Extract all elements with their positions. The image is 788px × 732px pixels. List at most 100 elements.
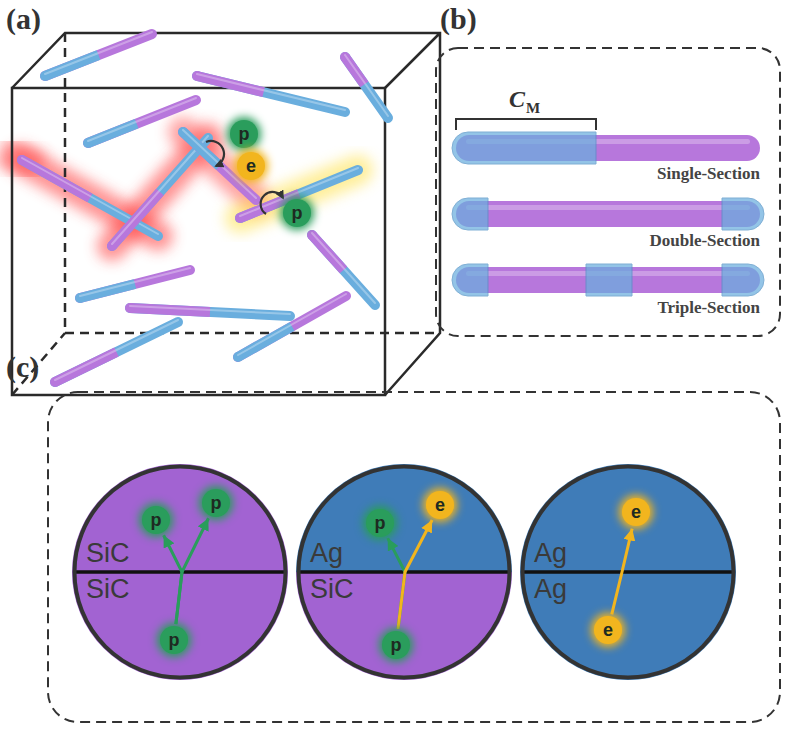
material-label: Ag bbox=[310, 539, 343, 569]
interface-line bbox=[522, 570, 734, 574]
metal-sleeve bbox=[452, 264, 488, 296]
particle-circle: p bbox=[202, 489, 230, 517]
length-bracket bbox=[456, 119, 596, 130]
particle-circle: e bbox=[237, 152, 265, 180]
nanorod bbox=[107, 136, 208, 251]
rod-cap bbox=[307, 230, 317, 240]
particle-symbol: p bbox=[169, 631, 180, 649]
rod-section bbox=[88, 100, 196, 143]
rod-shine bbox=[130, 306, 290, 314]
upper-half bbox=[520, 464, 736, 572]
interface-disc: SiC SiC p p p bbox=[72, 464, 288, 680]
rod-shine bbox=[466, 205, 750, 210]
particle-circle: p bbox=[160, 626, 188, 654]
particle-symbol: p bbox=[211, 494, 222, 512]
cube-outline bbox=[12, 33, 440, 395]
material-label: SiC bbox=[86, 575, 130, 605]
rod-shine bbox=[112, 136, 208, 244]
rotation-arrow bbox=[206, 141, 224, 166]
panel-frame bbox=[48, 392, 780, 722]
rod-cap bbox=[192, 71, 202, 81]
particle-symbol: e bbox=[246, 157, 256, 175]
rod-shine bbox=[197, 74, 345, 110]
material-label: SiC bbox=[86, 539, 130, 569]
particle-symbol: p bbox=[151, 511, 162, 529]
particle-symbol: p bbox=[239, 125, 250, 143]
material-label: Ag bbox=[534, 539, 567, 569]
upper-half bbox=[296, 464, 512, 572]
rod-section bbox=[183, 132, 220, 166]
scattering-path bbox=[398, 520, 432, 629]
rod-section bbox=[88, 124, 137, 143]
particle-symbol: e bbox=[435, 496, 445, 514]
rod-shine bbox=[88, 98, 196, 141]
particle-circle: e bbox=[426, 491, 454, 519]
particle-circle: p bbox=[366, 509, 394, 537]
rod-section bbox=[80, 284, 135, 298]
particle-circle: p bbox=[230, 120, 258, 148]
material-label: SiC bbox=[310, 575, 354, 605]
rod-cap bbox=[125, 303, 135, 313]
panel-label: (c) bbox=[6, 350, 39, 384]
upper-half bbox=[72, 464, 288, 572]
rod-section bbox=[238, 327, 292, 358]
metal-sleeve bbox=[452, 198, 488, 230]
scattering-path bbox=[176, 518, 209, 624]
nanorod bbox=[125, 303, 290, 316]
rod-section bbox=[45, 34, 152, 76]
rod-section bbox=[112, 192, 160, 246]
particle-symbol: e bbox=[631, 503, 641, 521]
capsule-rod bbox=[452, 264, 764, 296]
cube-edges bbox=[12, 33, 440, 395]
capsule-rod bbox=[452, 198, 764, 230]
metal-sleeve bbox=[452, 132, 596, 164]
particle-circle: e bbox=[622, 498, 650, 526]
rod-shine bbox=[238, 294, 346, 355]
rod-section bbox=[312, 235, 344, 270]
rod-section bbox=[197, 76, 345, 112]
rod-shine bbox=[80, 268, 190, 296]
particle-circle: e bbox=[594, 616, 622, 644]
particle-symbol: e bbox=[603, 621, 613, 639]
metal-sleeve bbox=[586, 264, 632, 296]
panel-label: (b) bbox=[440, 2, 477, 36]
particle-circle: p bbox=[283, 199, 311, 227]
cube-front-face bbox=[12, 88, 385, 395]
disc-border bbox=[75, 467, 286, 678]
nanorod bbox=[233, 294, 346, 362]
nanorod bbox=[75, 268, 190, 303]
metal-sleeve bbox=[722, 198, 764, 230]
disc-border bbox=[523, 467, 734, 678]
nanorod bbox=[83, 98, 196, 148]
rotation-arrow bbox=[261, 192, 283, 214]
symbol-label: C bbox=[509, 86, 525, 113]
section-label: Triple-Section bbox=[657, 298, 760, 318]
particle-symbol: p bbox=[292, 204, 303, 222]
disc-graphic bbox=[520, 464, 736, 680]
disc-border bbox=[299, 467, 510, 678]
rod-section bbox=[80, 270, 190, 298]
capsule-rod bbox=[452, 132, 760, 164]
rod-section bbox=[345, 57, 364, 84]
rod-shine bbox=[345, 55, 388, 116]
nanorod bbox=[192, 71, 345, 112]
particle-circle: p bbox=[382, 631, 410, 659]
symbol-subscript: M bbox=[526, 100, 540, 117]
rod-section bbox=[197, 76, 264, 92]
metal-sleeve bbox=[722, 264, 764, 296]
rod-section bbox=[238, 296, 346, 357]
nanorod bbox=[50, 320, 178, 387]
nanorod bbox=[340, 52, 388, 118]
rod-section bbox=[55, 322, 178, 382]
panel-label: (a) bbox=[6, 2, 41, 36]
nanorod bbox=[40, 32, 152, 81]
rod-section bbox=[22, 160, 90, 198]
material-label: Ag bbox=[534, 575, 567, 605]
particle-symbol: p bbox=[375, 514, 386, 532]
scattering-path bbox=[164, 535, 182, 624]
interface-disc: AgAgee bbox=[520, 464, 736, 680]
rod-section bbox=[45, 55, 99, 76]
